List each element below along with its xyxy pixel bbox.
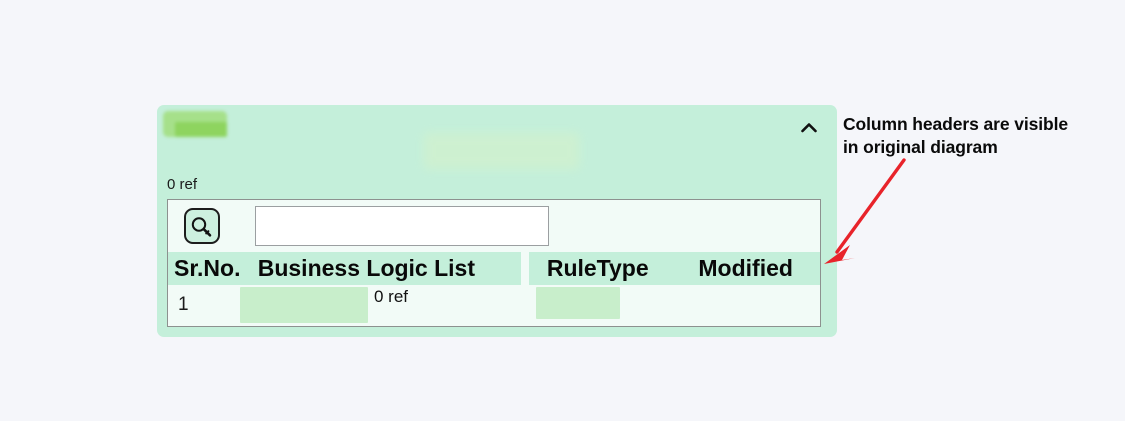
column-header-modified[interactable]: Modified	[680, 252, 820, 285]
panel-title-redacted	[424, 133, 579, 169]
column-header-business-logic-list[interactable]: Business Logic List	[253, 252, 521, 285]
cell-srno: 1	[178, 294, 189, 315]
search-icon[interactable]	[184, 208, 220, 244]
cell-business-logic-list-redacted	[240, 287, 368, 323]
column-header-ruletype[interactable]: RuleType	[528, 252, 681, 285]
panel-badge-fill	[175, 122, 227, 137]
panel-badge-redacted	[163, 111, 227, 137]
annotation-line-2: in original diagram	[843, 137, 998, 157]
chevron-up-icon[interactable]	[797, 117, 821, 139]
column-header-srno[interactable]: Sr.No.	[168, 252, 254, 285]
business-logic-table: Sr.No. Business Logic List RuleType Modi…	[167, 199, 821, 327]
cell-business-logic-ref: 0 ref	[374, 287, 409, 306]
annotation-line-1: Column headers are visible	[843, 114, 1068, 134]
annotation-callout-text: Column headers are visible in original d…	[843, 113, 1123, 159]
cell-ruletype-redacted	[536, 287, 620, 319]
column-divider	[520, 252, 529, 285]
business-logic-panel: 0 ref Sr.No. Business Logic List RuleTyp…	[157, 105, 837, 337]
table-search-row	[168, 200, 820, 252]
table-header-row: Sr.No. Business Logic List RuleType Modi…	[168, 252, 820, 285]
table-row[interactable]: 1 0 ref	[168, 285, 820, 325]
panel-ref-count: 0 ref	[167, 176, 198, 193]
search-input[interactable]	[255, 206, 549, 246]
